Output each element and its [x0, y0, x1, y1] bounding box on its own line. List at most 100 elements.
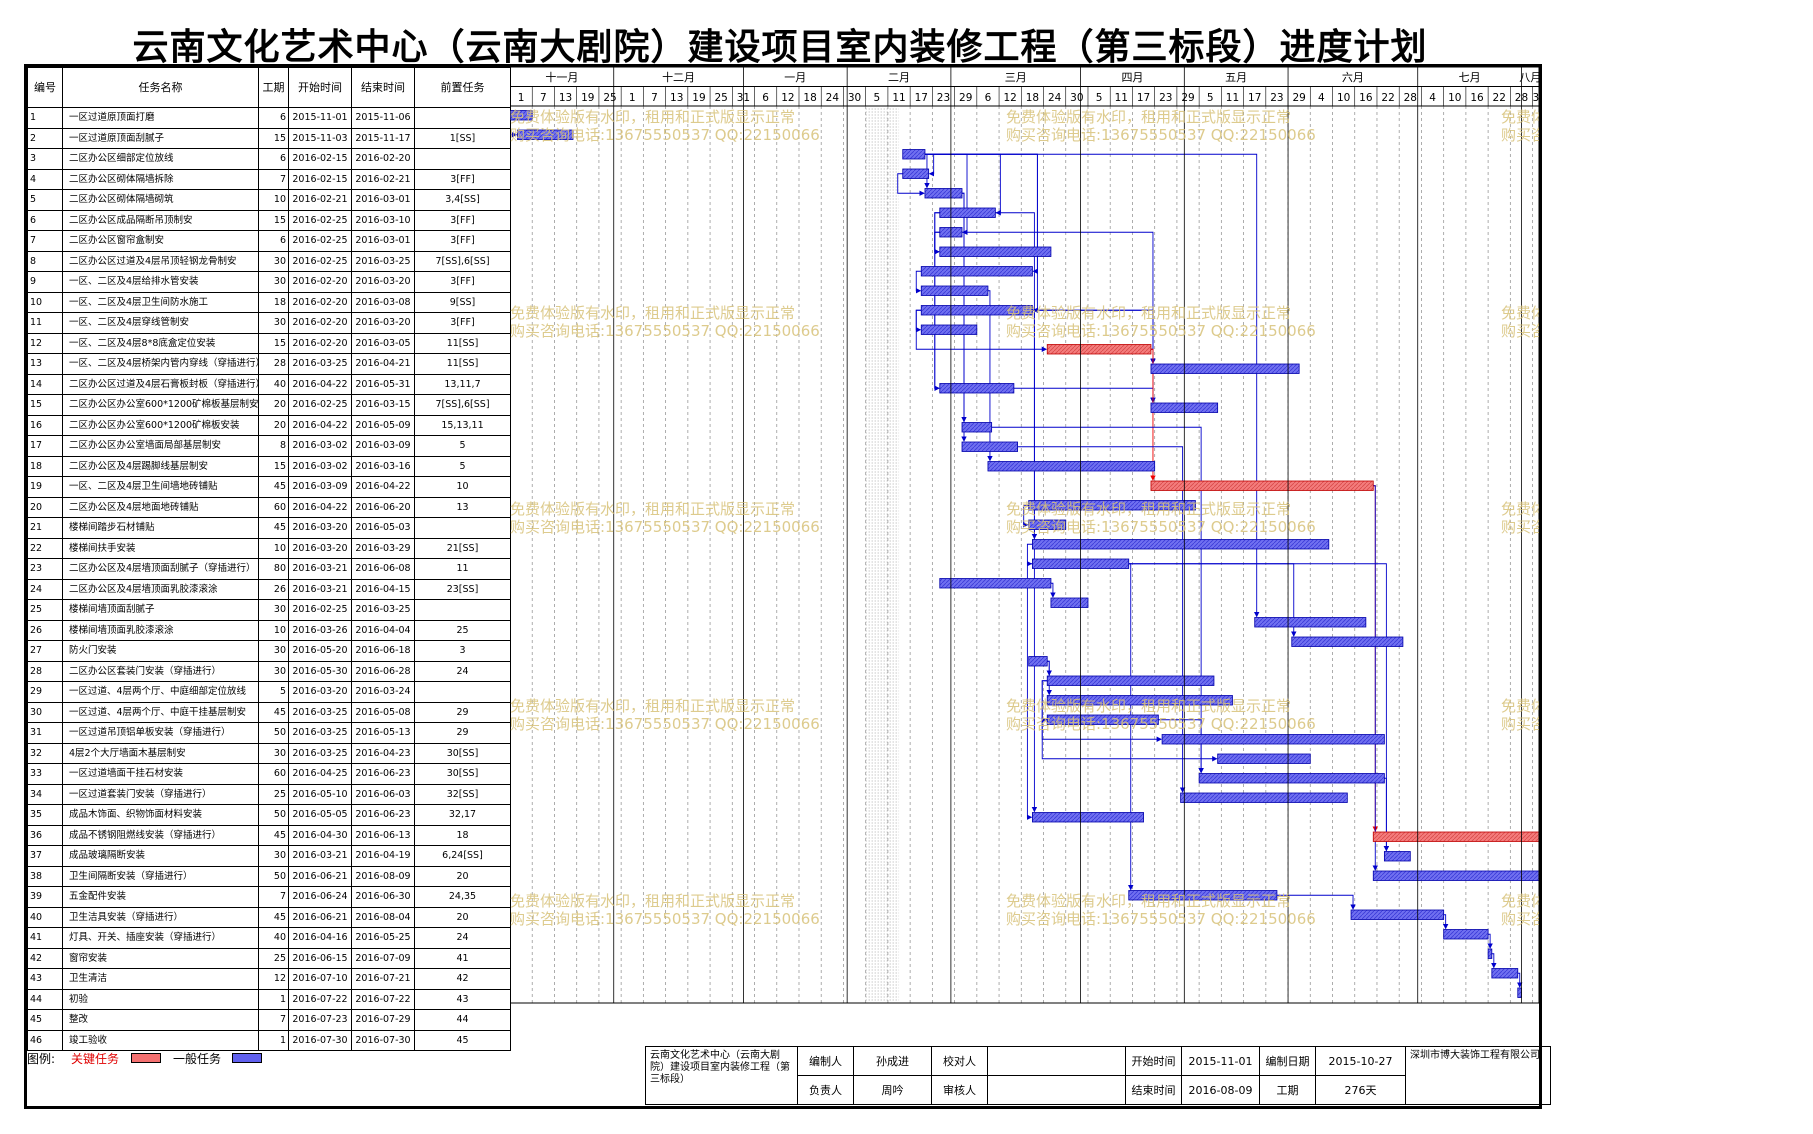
cell-name: 一区过道墙面干挂石材安装 — [62, 763, 259, 785]
cell-start: 2016-05-20 — [288, 640, 352, 662]
cell-pred: 30[SS] — [414, 763, 511, 785]
task-bar — [1291, 636, 1404, 647]
day-label: 12 — [781, 92, 794, 104]
dependency-link — [510, 114, 518, 138]
task-bar — [1372, 831, 1539, 842]
info-end-label: 结束时间 — [1125, 1075, 1182, 1105]
cell-duration: 15 — [258, 127, 289, 149]
day-label: 23 — [937, 92, 950, 104]
cell-end: 2016-06-03 — [351, 783, 415, 805]
month-label: 六月 — [1342, 71, 1364, 84]
shaded-period — [865, 105, 900, 1001]
cell-end: 2015-11-17 — [351, 127, 415, 149]
cell-duration: 15 — [258, 209, 289, 231]
watermark-line2: 购买咨询电话:13675550537 QQ:22150066 — [510, 518, 820, 536]
cell-duration: 20 — [258, 414, 289, 436]
watermark-line1: 免费体验版有水印，租用和正式版显示正常 — [510, 697, 795, 715]
cell-end: 2016-06-23 — [351, 763, 415, 785]
cell-duration: 50 — [258, 865, 289, 887]
cell-id: 14 — [27, 373, 63, 395]
cell-name: 二区办公区及4层墙顶面刮腻子（穿插进行） — [62, 558, 259, 580]
cell-id: 39 — [27, 886, 63, 908]
day-label: 19 — [692, 92, 705, 104]
cell-start: 2016-06-15 — [288, 947, 352, 969]
cell-pred: 32,17 — [414, 804, 511, 826]
cell-duration: 45 — [258, 517, 289, 539]
cell-name: 一区过道、4层两个厅、中庭细部定位放线 — [62, 681, 259, 703]
page-title: 云南文化艺术中心（云南大剧院）建设项目室内装修工程（第三标段）进度计划 — [132, 26, 1428, 68]
cell-duration: 45 — [258, 701, 289, 723]
cell-duration: 30 — [258, 660, 289, 682]
day-label: 5 — [1207, 92, 1214, 104]
cell-pred: 24 — [414, 927, 511, 949]
cell-name: 二区办公区过道及4层石膏板封板（穿插进行） — [62, 373, 259, 395]
cell-start: 2016-06-21 — [288, 906, 352, 928]
cell-name: 灯具、开关、插座安装（穿插进行） — [62, 927, 259, 949]
cell-pred: 3,4[SS] — [414, 189, 511, 211]
info-start: 2015-11-01 — [1181, 1046, 1260, 1076]
cell-duration: 6 — [258, 107, 289, 129]
dependency-link — [1041, 719, 1218, 762]
cell-id: 12 — [27, 332, 63, 354]
cell-end: 2016-04-15 — [351, 578, 415, 600]
cell-duration: 15 — [258, 332, 289, 354]
task-bar — [1180, 792, 1348, 803]
task-bar — [1517, 987, 1522, 998]
task-bar — [1487, 948, 1493, 959]
cell-start: 2016-03-20 — [288, 537, 352, 559]
task-bar — [1046, 695, 1233, 706]
cell-pred: 20 — [414, 865, 511, 887]
cell-duration: 7 — [258, 886, 289, 908]
cell-pred: 29 — [414, 701, 511, 723]
info-owner: 周吟 — [853, 1075, 932, 1105]
cell-start: 2016-02-25 — [288, 230, 352, 252]
cell-duration: 25 — [258, 947, 289, 969]
cell-duration: 7 — [258, 168, 289, 190]
dependency-link — [915, 309, 922, 333]
cell-start: 2016-03-21 — [288, 558, 352, 580]
watermark-line2: 购买咨询电话:13675550537 QQ:22150066 — [1006, 518, 1316, 536]
watermark-line1: 免费体验版有水印，租用和正式版显示正常 — [510, 304, 795, 322]
cell-start: 2015-11-03 — [288, 127, 352, 149]
task-bar — [902, 149, 926, 160]
watermark-line1: 免费体验版有水印，租用和正式版显示正常 — [1006, 304, 1291, 322]
info-editor: 孙成进 — [853, 1046, 932, 1076]
info-reviewer — [987, 1075, 1126, 1105]
cell-name: 初验 — [62, 988, 259, 1010]
day-label: 11 — [892, 92, 905, 104]
task-bar — [1161, 734, 1385, 745]
task-bar — [1046, 714, 1159, 725]
cell-pred: 18 — [414, 824, 511, 846]
cell-duration: 40 — [258, 373, 289, 395]
cell-end: 2016-02-21 — [351, 168, 415, 190]
cell-duration: 60 — [258, 496, 289, 518]
dependency-link — [1150, 348, 1156, 481]
task-bar — [1028, 656, 1048, 667]
cell-start: 2016-04-25 — [288, 763, 352, 785]
task-bar — [939, 207, 996, 218]
cell-id: 18 — [27, 455, 63, 477]
cell-start: 2016-02-20 — [288, 332, 352, 354]
dependency-link — [1026, 563, 1033, 820]
cell-name: 成品不锈钢阻燃线安装（穿插进行） — [62, 824, 259, 846]
cell-start: 2016-03-25 — [288, 742, 352, 764]
cell-start: 2016-04-16 — [288, 927, 352, 949]
task-bar — [1383, 851, 1411, 862]
watermark-line2: 购买咨询电话:13675550537 QQ:22150066 — [510, 322, 820, 340]
table-header: 编号 任务名称 工期 开始时间 结束时间 前置任务 — [27, 67, 511, 108]
cell-pred: 44 — [414, 1009, 511, 1031]
month-label: 十一月 — [545, 70, 578, 84]
cell-name: 一区、二区及4层8*8底盒定位安装 — [62, 332, 259, 354]
task-bar — [1046, 344, 1152, 355]
cell-duration: 30 — [258, 599, 289, 621]
cell-id: 1 — [27, 107, 63, 129]
day-label: 28 — [1404, 92, 1417, 104]
dependency-link — [934, 231, 940, 255]
